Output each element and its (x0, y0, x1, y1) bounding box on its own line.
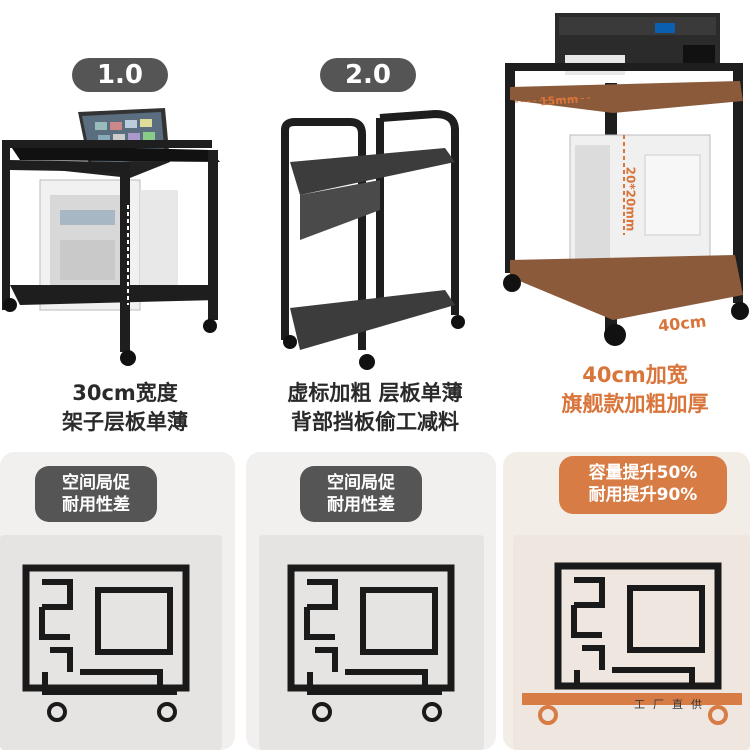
rack-v1-photo (2, 108, 220, 366)
v2-caption-line1: 虚标加粗 层板单薄 (287, 381, 463, 405)
flagship-tag-line2: 耐用提升90% (588, 485, 698, 505)
v1-tag-line2: 耐用性差 (62, 495, 130, 515)
v1-caption-line2: 架子层板单薄 (62, 410, 188, 434)
flagship-schematic-icon (522, 562, 742, 725)
v2-tag-line2: 耐用性差 (327, 495, 395, 515)
v1-caption-line1: 30cm宽度 (72, 381, 178, 405)
flagship-tube-label: 20*20mm (623, 166, 638, 232)
version-badge-1: 1.0 (72, 58, 168, 92)
flagship-tag: 容量提升50% 耐用提升90% (559, 456, 727, 514)
flagship-tag-line1: 容量提升50% (588, 463, 698, 483)
rack-flagship-photo (503, 13, 749, 346)
v2-tag: 空间局促 耐用性差 (300, 466, 422, 522)
v2-schematic-icon (287, 564, 455, 722)
v1-schematic-icon (22, 564, 190, 722)
flagship-caption-line1: 40cm加宽 (582, 363, 688, 387)
v1-tag: 空间局促 耐用性差 (35, 466, 157, 522)
v1-tag-line1: 空间局促 (62, 473, 130, 493)
printer-image (555, 13, 720, 75)
flagship-thickness-label: 15mm (539, 92, 579, 109)
factory-direct-label: 工厂直供 (634, 698, 710, 711)
v2-tag-line1: 空间局促 (327, 473, 395, 493)
rack-v2-photo (281, 109, 465, 370)
v2-caption-line2: 背部挡板偷工减料 (291, 410, 459, 434)
flagship-caption-line2: 旗舰款加粗加厚 (561, 392, 709, 416)
version-badge-2: 2.0 (320, 58, 416, 92)
v1-height-label: 28.5cm×28.5cm (179, 182, 191, 273)
